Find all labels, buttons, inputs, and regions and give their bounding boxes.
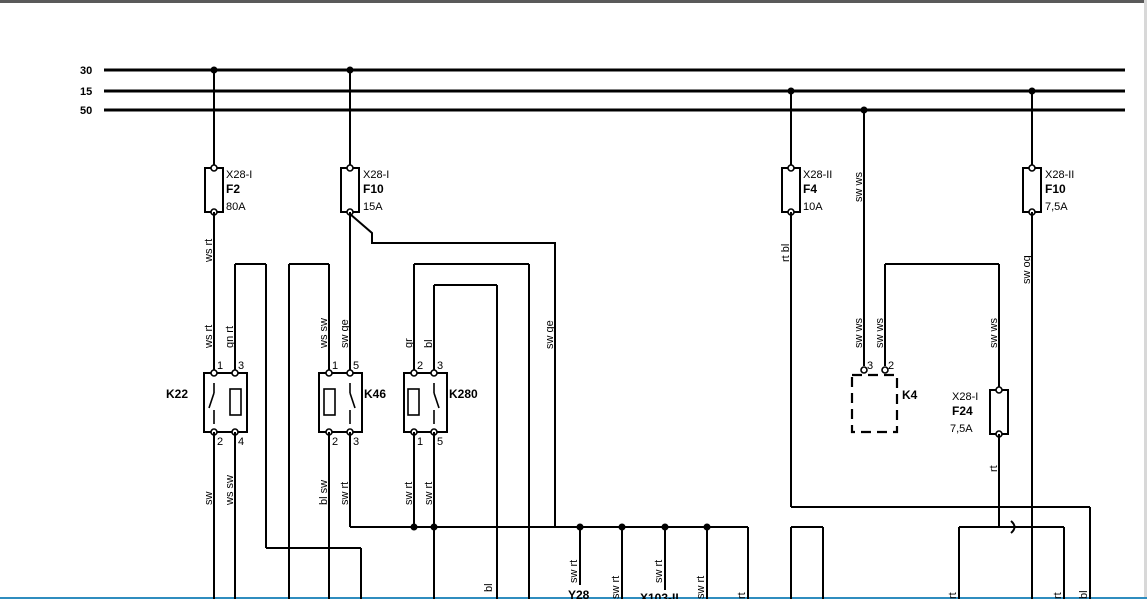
wire-label: sw ws: [853, 318, 865, 348]
relay-k22-name: K22: [166, 387, 188, 401]
wire-label: sw ge: [544, 320, 556, 349]
fuse-f10-rating: 15A: [363, 201, 383, 213]
relay-pin-label: 3: [867, 360, 873, 372]
connector-x103: X103-II: [640, 591, 679, 599]
fuse-f2-rating: 80A: [226, 201, 246, 213]
wire-label: ws sw: [318, 318, 330, 349]
wire-crossover: [1010, 520, 1016, 534]
fuse-f2-connector: X28-I: [226, 169, 252, 181]
fuse-f10-7-5a-body: [1022, 167, 1042, 213]
bus-30-label: 30: [80, 65, 92, 77]
terminal-ring: [210, 164, 218, 172]
wire-label: sw rt: [339, 482, 351, 505]
switch-contact: [433, 392, 440, 409]
fuse-f10-15a-body: [340, 167, 360, 213]
wire-label: sw og: [1021, 255, 1033, 284]
window-top-border: [0, 0, 1147, 3]
relay-k4: 3 2 K4: [850, 360, 918, 434]
wire-label: sw rt: [610, 576, 622, 599]
relay-pin-label: 5: [353, 360, 359, 372]
relay-coil: [229, 388, 242, 416]
wire-label: sw rt: [423, 482, 435, 505]
wire-label: bl: [423, 339, 435, 348]
fuse-f10b-connector: X28-II: [1045, 169, 1074, 181]
fuse-f24-body: [989, 389, 1009, 435]
fuse-f4-connector: X28-II: [803, 169, 832, 181]
relay-k22: 1 3 2 4 K22: [166, 360, 248, 448]
relay-pin-label: 1: [217, 360, 223, 372]
relay-pin-label: 2: [417, 360, 423, 372]
relay-pin-label: 4: [238, 436, 244, 448]
wire-label: gn rt: [224, 326, 236, 348]
fuse-f24-name: F24: [952, 404, 973, 418]
fuse-f4-name: F4: [803, 182, 817, 196]
wire-label: bl sw: [318, 480, 330, 505]
fuse-f4-rating: 10A: [803, 201, 823, 213]
bus-50-label: 50: [80, 105, 92, 117]
wire-label: sw: [203, 492, 215, 506]
fuse-f24-connector: X28-I: [952, 391, 978, 403]
wire-label: sw ws: [988, 318, 1000, 348]
fuse-f4-body: [781, 167, 801, 213]
relay-k280: 2 3 1 5 K280: [403, 360, 478, 448]
wire-label: ws rt: [203, 239, 215, 263]
fuse-f2-name: F2: [226, 182, 240, 196]
fuse-f10b-name: F10: [1045, 182, 1066, 196]
relay-pin-label: 2: [332, 436, 338, 448]
wire-label: gr: [403, 338, 415, 348]
relay-k46: 1 5 2 3 K46: [318, 360, 386, 448]
wire-label: ws sw: [224, 475, 236, 506]
relay-pin-label: 2: [217, 436, 223, 448]
fuse-f24-rating: 7,5A: [950, 423, 973, 435]
window-right-edge: [1144, 0, 1147, 599]
fuse-f10-connector: X28-I: [363, 169, 389, 181]
wire-label: ws rt: [203, 325, 215, 349]
connector-y28: Y28: [568, 588, 590, 599]
relay-coil: [323, 388, 336, 416]
bus-15-label: 15: [80, 86, 92, 98]
wire-label: sw rt: [403, 482, 415, 505]
wire-label: rt: [736, 592, 748, 599]
relay-pin-label: 3: [353, 436, 359, 448]
power-buses: 30 15 50: [80, 65, 1125, 117]
wire-label: sw ge: [339, 319, 351, 348]
relay-k46-name: K46: [364, 387, 386, 401]
wire-label: rt: [947, 592, 959, 599]
wire-label: bl: [483, 583, 495, 592]
relay-k280-name: K280: [449, 387, 478, 401]
wire-label: rt: [1052, 592, 1064, 599]
window-bottom-edge: [0, 597, 1147, 599]
switch-contact: [349, 392, 356, 409]
relay-pin-label: 3: [238, 360, 244, 372]
wire-label: sw rt: [568, 560, 580, 583]
relay-pin-label: 5: [437, 436, 443, 448]
relay-pin-label: 2: [888, 360, 894, 372]
relay-pin-label: 1: [332, 360, 338, 372]
fuse-f2-body: [204, 167, 224, 213]
wire-label: rt bl: [780, 244, 792, 262]
wire-label: sw rt: [653, 560, 665, 583]
switch-contact: [208, 392, 215, 409]
wire-label: bl: [1078, 590, 1090, 599]
relay-pin-label: 1: [417, 436, 423, 448]
wire-label: sw ws: [874, 318, 886, 348]
relay-k4-name: K4: [902, 388, 918, 402]
wire-label: sw ws: [853, 172, 865, 202]
fuse-f10b-rating: 7,5A: [1045, 201, 1068, 213]
wire-label: sw rt: [695, 576, 707, 599]
fuse-f10-name: F10: [363, 182, 384, 196]
wire-label: rt: [988, 465, 1000, 472]
relay-pin-label: 3: [437, 360, 443, 372]
relay-coil: [407, 388, 420, 416]
